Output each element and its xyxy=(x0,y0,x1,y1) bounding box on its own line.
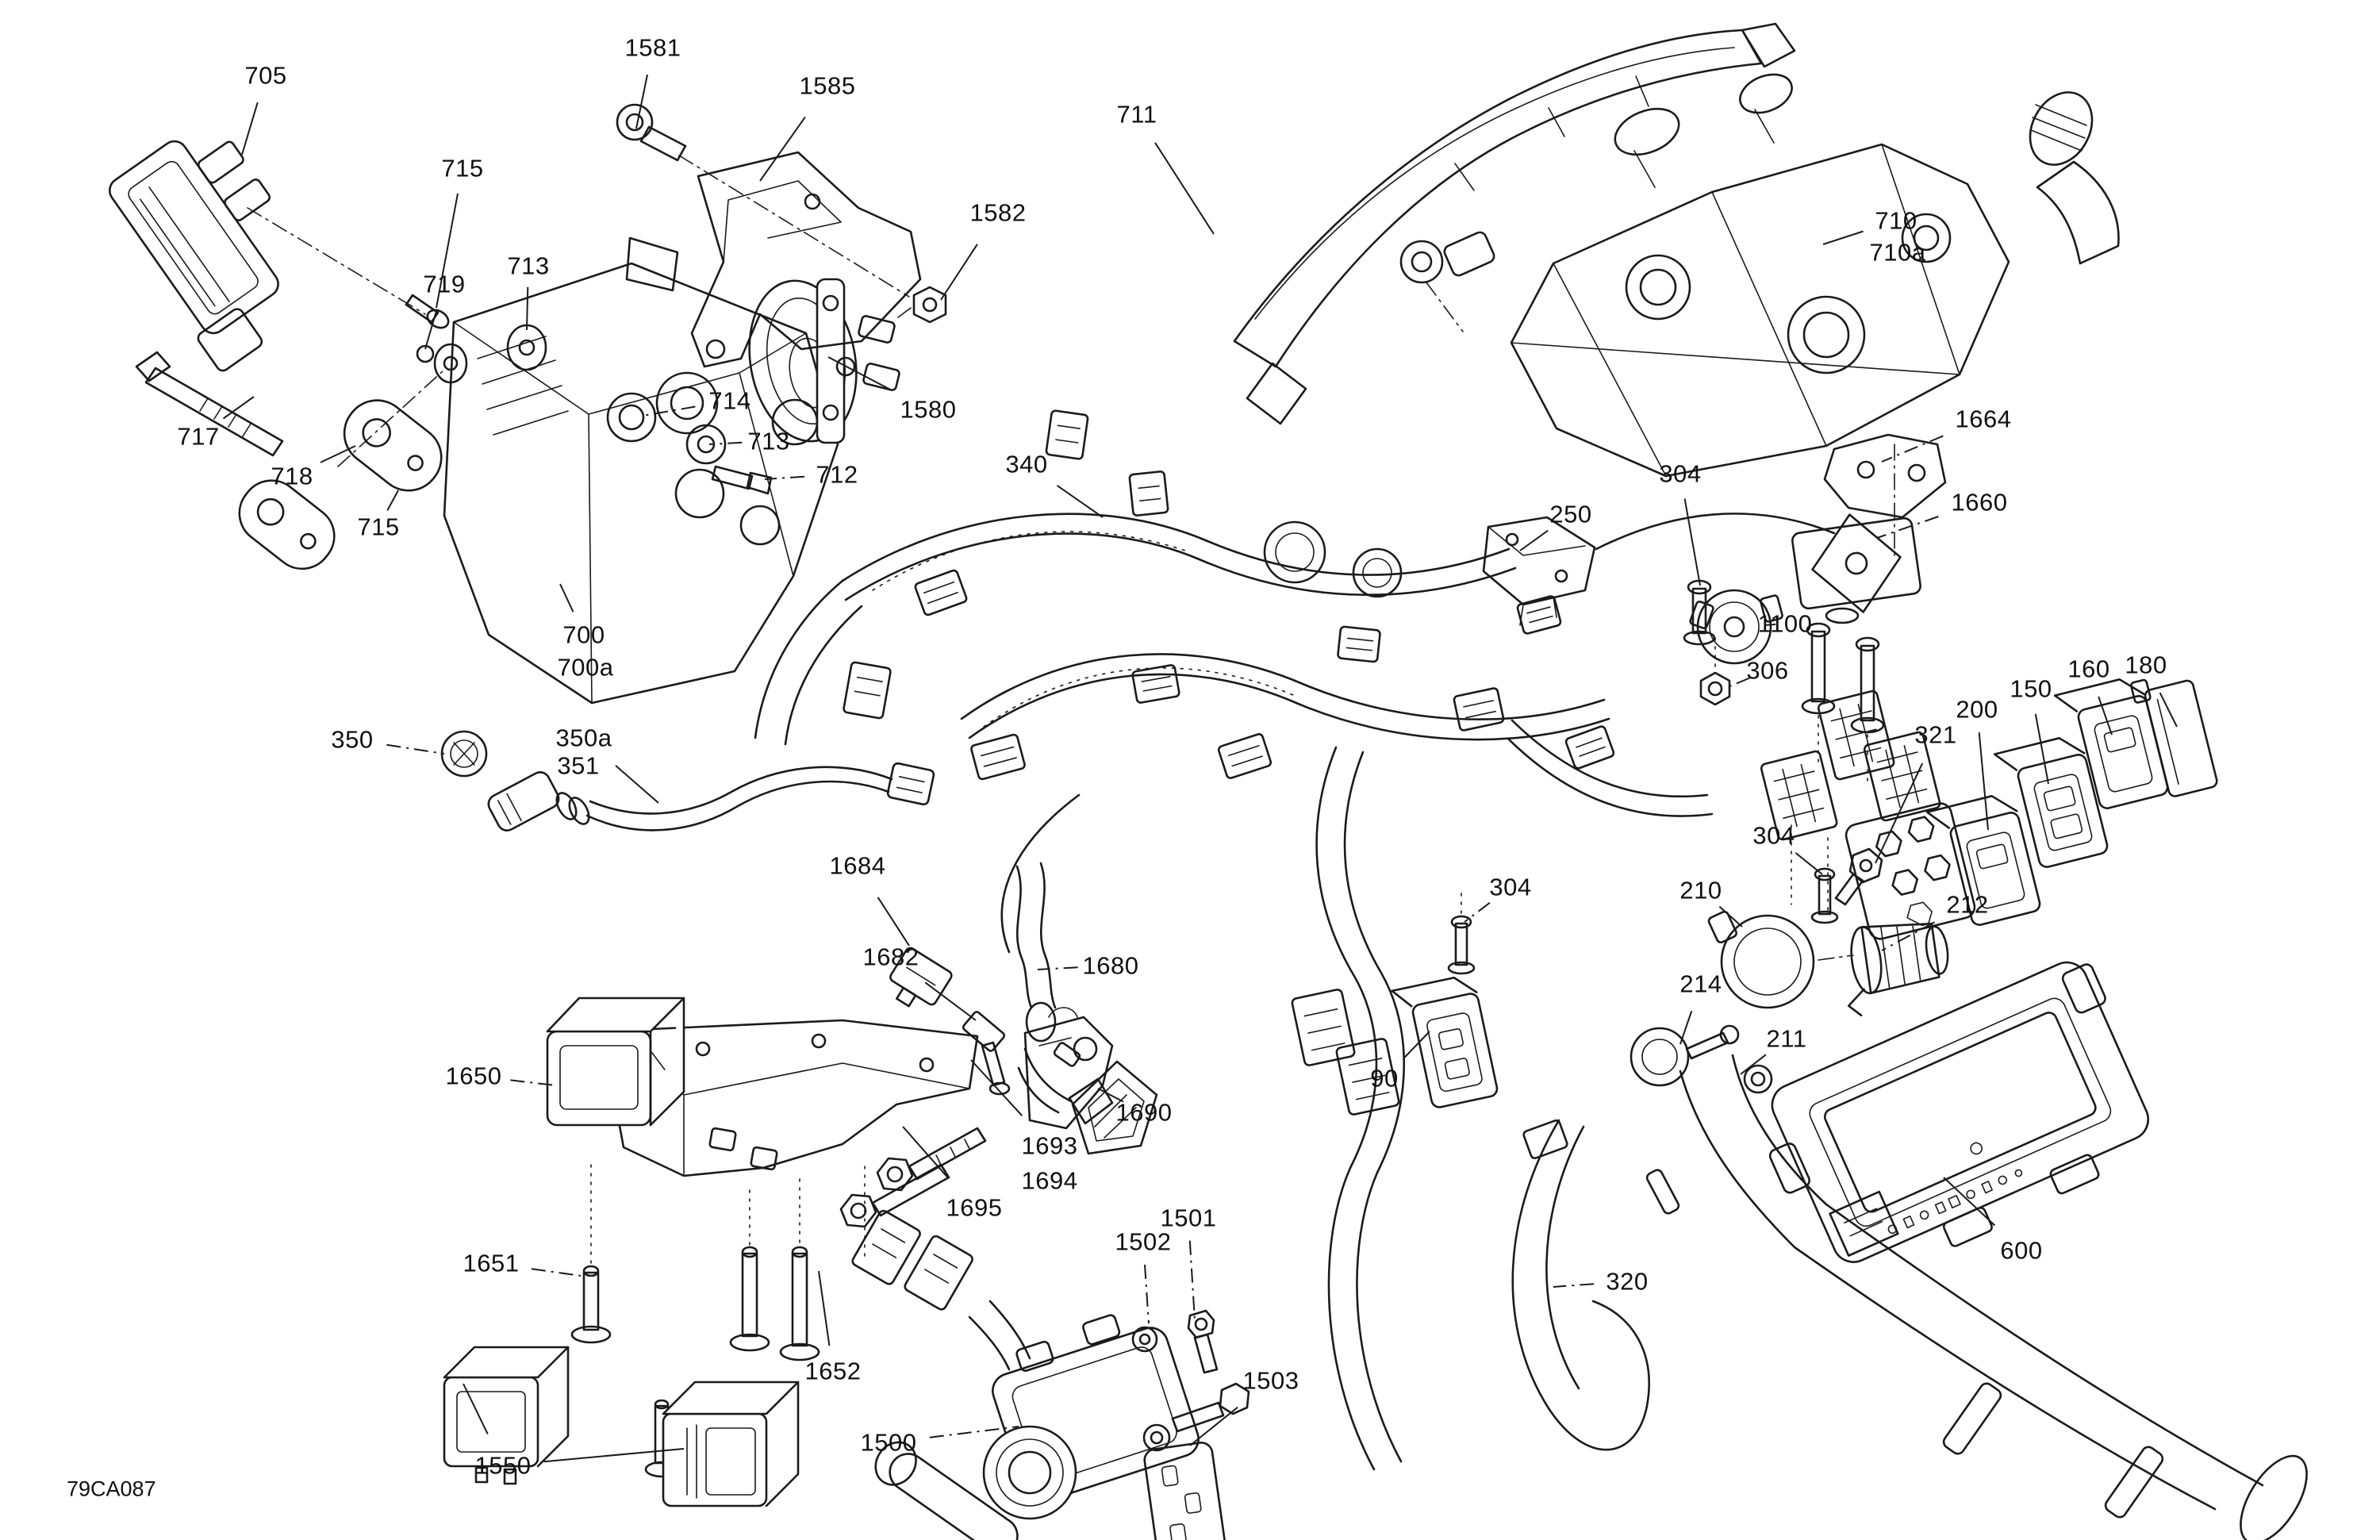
callout-200: 200 xyxy=(1956,695,1998,724)
callout-1585: 1585 xyxy=(799,71,856,100)
callout-306: 306 xyxy=(1746,656,1789,685)
callout-1581: 1581 xyxy=(624,33,681,62)
callout-1695: 1695 xyxy=(946,1193,1003,1222)
callout-714: 714 xyxy=(708,386,751,415)
callout-1580: 1580 xyxy=(900,395,957,424)
callout-180: 180 xyxy=(2125,651,2167,679)
callout-715: 715 xyxy=(357,513,400,541)
callout-1582: 1582 xyxy=(969,198,1027,227)
callout-320: 320 xyxy=(1606,1267,1649,1296)
callout-1500: 1500 xyxy=(860,1428,917,1457)
callout-250: 250 xyxy=(1549,500,1592,528)
callout-700: 700 xyxy=(562,620,605,649)
callout-304: 304 xyxy=(1752,821,1795,850)
callout-1660: 1660 xyxy=(1951,488,2008,517)
callout-713: 713 xyxy=(507,252,550,280)
callout-351: 351 xyxy=(557,751,600,780)
callout-211: 211 xyxy=(1766,1024,1807,1053)
callout-160: 160 xyxy=(2067,655,2110,683)
callout-304: 304 xyxy=(1659,459,1702,488)
callout-1652: 1652 xyxy=(804,1357,862,1385)
callout-321: 321 xyxy=(1914,720,1957,749)
callout-1651: 1651 xyxy=(463,1249,520,1277)
callout-1501: 1501 xyxy=(1160,1204,1217,1232)
callout-1664: 1664 xyxy=(1955,405,2012,433)
callout-1694: 1694 xyxy=(1021,1166,1078,1195)
callout-712: 712 xyxy=(816,460,858,489)
callout-705: 705 xyxy=(244,61,287,90)
callout-710: 710 xyxy=(1875,206,1917,235)
callout-713: 713 xyxy=(747,427,790,455)
callout-711: 711 xyxy=(1116,100,1157,129)
callout-340: 340 xyxy=(1005,450,1048,478)
callout-1550: 1550 xyxy=(474,1451,532,1480)
callout-715: 715 xyxy=(441,154,484,182)
callout-1502: 1502 xyxy=(1115,1227,1172,1256)
callout-600: 600 xyxy=(2000,1236,2043,1265)
diagram-code: 79CA087 xyxy=(67,1477,156,1501)
callout-214: 214 xyxy=(1679,970,1722,998)
callout-1100: 1100 xyxy=(1757,609,1813,638)
callout-1690: 1690 xyxy=(1115,1098,1173,1127)
callout-90: 90 xyxy=(1370,1064,1399,1093)
callout-304: 304 xyxy=(1489,873,1532,901)
callout-210: 210 xyxy=(1679,876,1722,904)
callout-700a: 700a xyxy=(557,653,614,682)
callout-150: 150 xyxy=(2010,674,2052,703)
callout-1682: 1682 xyxy=(862,943,919,971)
callout-1503: 1503 xyxy=(1242,1366,1299,1395)
callout-717: 717 xyxy=(177,422,220,451)
callout-1650: 1650 xyxy=(445,1062,502,1090)
callout-350: 350 xyxy=(331,725,374,754)
callout-212: 212 xyxy=(1946,890,1989,919)
callout-1684: 1684 xyxy=(829,851,886,880)
callout-350a: 350a xyxy=(555,724,612,752)
callout-1693: 1693 xyxy=(1021,1131,1078,1160)
callout-718: 718 xyxy=(271,462,313,490)
callout-710a: 710a xyxy=(1869,238,1926,267)
callout-719: 719 xyxy=(423,270,466,298)
callout-1680: 1680 xyxy=(1082,951,1139,980)
